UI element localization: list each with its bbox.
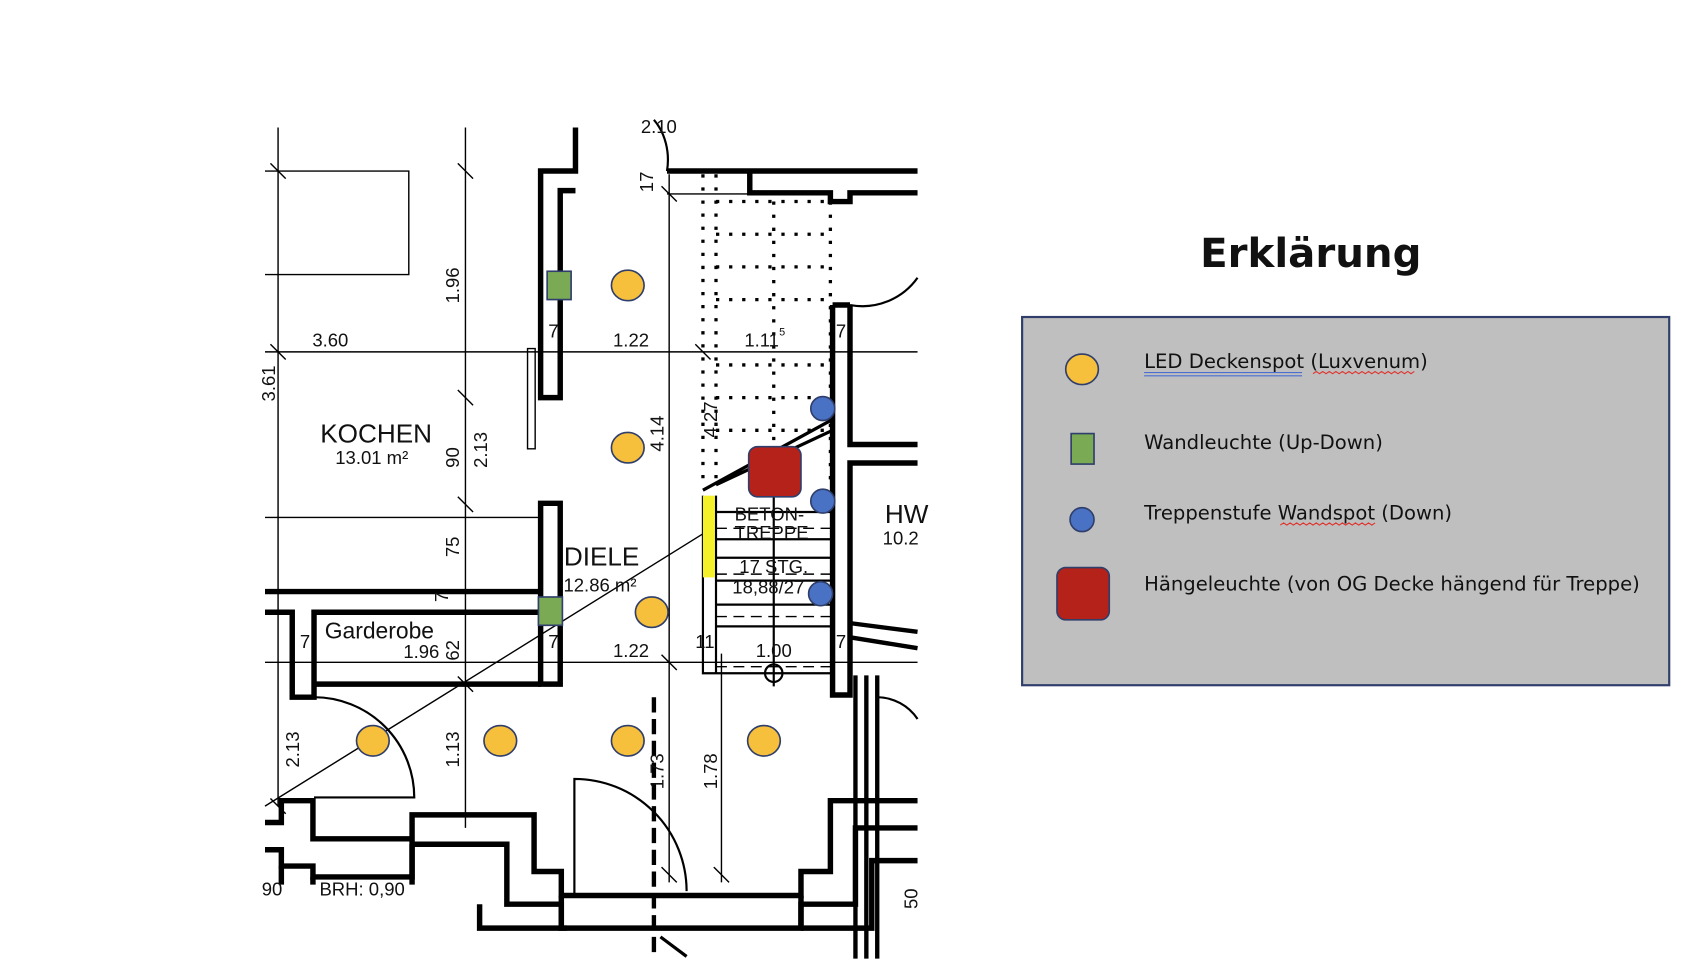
dim-label: 4.27 bbox=[700, 401, 721, 437]
legend-box bbox=[1021, 315, 1671, 687]
plan-labels: KOCHEN 13.01 m² DIELE 12.86 m² Garderobe… bbox=[258, 116, 929, 909]
dim-label: 7 bbox=[836, 321, 846, 342]
room-name-kochen: KOCHEN bbox=[320, 418, 432, 448]
staircase bbox=[701, 174, 834, 687]
legend-title: Erklärung bbox=[1200, 230, 1421, 277]
dim-label: 1.22 bbox=[613, 640, 649, 661]
led-spot-icon bbox=[634, 596, 669, 629]
legend-item-led-spot: LED Deckenspot (Luxvenum) bbox=[1144, 350, 1428, 373]
dim-label: 1.00 bbox=[756, 640, 792, 661]
brh-label: BRH: 0,90 bbox=[319, 878, 404, 899]
door-swings bbox=[314, 119, 919, 896]
spelling-underline bbox=[1280, 522, 1376, 526]
led-spot-icon bbox=[746, 724, 782, 757]
dim-label: 1.96 bbox=[442, 267, 463, 303]
pendant-light-icon bbox=[747, 445, 802, 498]
dim-label: 7 bbox=[431, 592, 452, 602]
legend: Erklärung LED Deckenspot (Luxvenum) Wand… bbox=[1021, 230, 1671, 687]
wall-light-icon bbox=[537, 596, 564, 627]
dim-label: 4.14 bbox=[647, 416, 668, 452]
stair-label-4: 18,88/27 bbox=[732, 577, 804, 598]
led-spot-icon bbox=[610, 269, 645, 302]
dim-label: 7 bbox=[548, 321, 558, 342]
dim-label: 1.11 bbox=[744, 329, 779, 350]
pendant-light-icon bbox=[1056, 566, 1111, 621]
legend-item-wall-light: Wandleuchte (Up-Down) bbox=[1144, 431, 1383, 454]
stair-spot-icon bbox=[809, 488, 836, 514]
led-spot-icon bbox=[483, 724, 518, 757]
dim-label: 2.13 bbox=[282, 731, 303, 767]
dim-label: 1.78 bbox=[700, 753, 721, 789]
led-spot-icon bbox=[610, 724, 645, 757]
dim-label: 62 bbox=[442, 640, 463, 661]
room-name-hw: HW bbox=[885, 499, 929, 529]
dim-label: 7 bbox=[548, 631, 558, 652]
dim-label: 75 bbox=[442, 537, 463, 558]
legend-item-pendant: Hängeleuchte (von OG Decke hängend für T… bbox=[1144, 572, 1640, 595]
wall-light-icon bbox=[546, 270, 572, 301]
spelling-underline bbox=[1312, 370, 1415, 375]
room-area-diele: 12.86 m² bbox=[563, 575, 636, 596]
dim-label: 1.73 bbox=[647, 753, 668, 789]
stair-label-2: TREPPE bbox=[735, 522, 809, 543]
dim-label: 90 bbox=[262, 878, 283, 899]
dim-label: 5 bbox=[779, 327, 785, 339]
stair-spot-icon bbox=[1069, 506, 1095, 533]
dim-label: 7 bbox=[836, 631, 846, 652]
walls bbox=[265, 127, 918, 959]
floor-plan: KOCHEN 13.01 m² DIELE 12.86 m² Garderobe… bbox=[258, 116, 929, 959]
dim-label: 90 bbox=[442, 447, 463, 468]
dim-label: 50 bbox=[901, 888, 922, 909]
room-area-hw: 10.2 bbox=[883, 528, 919, 549]
room-area-kochen: 13.01 m² bbox=[335, 447, 408, 468]
dim-label: 2.10 bbox=[641, 116, 677, 137]
stair-start-marker bbox=[702, 495, 715, 578]
dim-label: 1.13 bbox=[442, 731, 463, 767]
dim-label: 7 bbox=[300, 631, 310, 652]
stair-label-3: 17 STG. bbox=[739, 556, 808, 577]
dim-label: 1.22 bbox=[613, 329, 649, 350]
led-spot-icon bbox=[1064, 353, 1100, 386]
stair-spot-icon bbox=[807, 580, 834, 607]
stair-spot-icon bbox=[809, 395, 836, 422]
legend-item-stair-spot: Treppenstufe Wandspot (Down) bbox=[1143, 502, 1452, 525]
led-spot-icon bbox=[355, 724, 391, 757]
stair-label-1: BETON- bbox=[735, 504, 805, 525]
dim-label: 3.61 bbox=[258, 365, 279, 401]
dim-label: 11 bbox=[695, 631, 714, 652]
wall-light-icon bbox=[1070, 432, 1095, 465]
dim-label: 3.60 bbox=[312, 329, 348, 350]
dim-label: 1.96 bbox=[403, 641, 439, 662]
room-name-garderobe: Garderobe bbox=[325, 617, 434, 643]
led-spot-icon bbox=[610, 431, 645, 464]
dim-label: 17 bbox=[636, 172, 657, 193]
room-name-diele: DIELE bbox=[564, 541, 640, 571]
lights bbox=[355, 269, 836, 757]
grammar-underline bbox=[1144, 372, 1303, 377]
dim-label: 2.13 bbox=[470, 432, 491, 468]
